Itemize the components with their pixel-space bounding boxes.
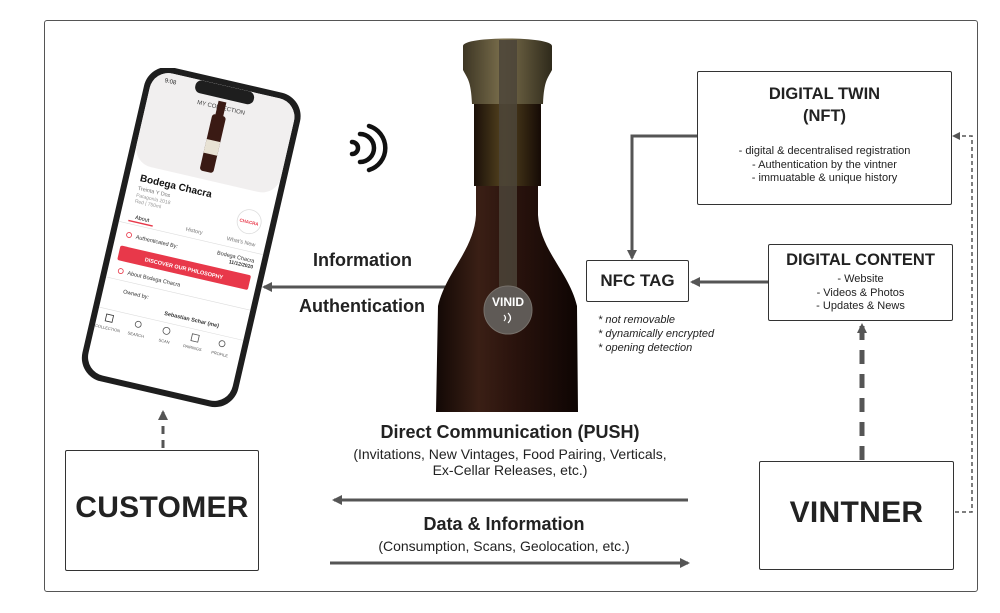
- phone-nav-profile: PROFILE: [211, 350, 229, 359]
- nfc-tag-disc: [483, 285, 533, 335]
- digital-content-item: - Updates & News: [816, 300, 905, 312]
- phone-nav-pairings: PAIRINGS: [183, 343, 203, 352]
- phone-logo: CHACRA: [239, 218, 260, 227]
- authentication-label: Authentication: [299, 296, 425, 316]
- digital-content-title: DIGITAL CONTENT: [786, 251, 935, 269]
- data-block: Data & Information (Consumption, Scans, …: [324, 514, 684, 554]
- phone-tab-history: History: [185, 227, 203, 237]
- phone-nav-scan: SCAN: [158, 337, 170, 344]
- digital-twin-item: - Authentication by the vintner: [752, 158, 897, 171]
- push-title: Direct Communication (PUSH): [380, 422, 640, 442]
- push-detail: (Invitations, New Vintages, Food Pairing…: [353, 446, 667, 462]
- digital-content-box: DIGITAL CONTENT - Website - Videos & Pho…: [768, 244, 953, 321]
- nfc-tag-title: NFC TAG: [600, 271, 675, 290]
- digital-twin-item: - digital & decentralised registration: [738, 145, 911, 157]
- vintner-title: VINTNER: [789, 496, 924, 529]
- push-block: Direct Communication (PUSH) (Invitations…: [330, 422, 690, 478]
- customer-box: CUSTOMER: [65, 450, 259, 571]
- phone-mockup: 9:08 MY COLLECTION Bodega Chacra Treinta…: [66, 68, 316, 408]
- push-detail: Ex-Cellar Releases, etc.): [432, 462, 588, 478]
- phone-auth-date: 11/12/2020: [228, 259, 254, 270]
- nfc-tag-box: NFC TAG: [586, 260, 689, 302]
- data-title: Data & Information: [423, 514, 585, 534]
- nfc-tag-note: * opening detection: [598, 342, 693, 354]
- digital-content-item: - Videos & Photos: [816, 286, 905, 299]
- arrow-twin-to-nfc: [627, 134, 698, 260]
- digital-twin-title: DIGITAL TWIN: [768, 85, 881, 103]
- digital-twin-box: DIGITAL TWIN (NFT) - digital & decentral…: [697, 71, 952, 205]
- digital-twin-item: - immuatable & unique history: [751, 172, 898, 184]
- phone-time: 9:08: [164, 78, 177, 87]
- phone-wine-sub3: Red | 750ml: [134, 198, 162, 210]
- nfc-tag-notes: * not removable * dynamically encrypted …: [598, 313, 714, 355]
- arrow-vintner-to-twin: [952, 132, 973, 513]
- customer-title: CUSTOMER: [75, 491, 249, 524]
- phone-nav-search: SEARCH: [127, 330, 144, 339]
- nfc-tag-brand: VINID: [492, 295, 524, 309]
- nfc-tag-note: * not removable: [598, 314, 676, 326]
- phone-tab-about: About: [134, 215, 150, 224]
- vintner-box: VINTNER: [759, 461, 954, 570]
- diagram-frame: [44, 20, 978, 592]
- information-label: Information: [313, 250, 412, 270]
- digital-content-item: - Website: [837, 273, 884, 285]
- phone-owned-by: Owned by:: [122, 289, 149, 301]
- digital-twin-subtitle: (NFT): [802, 107, 847, 125]
- data-detail: (Consumption, Scans, Geolocation, etc.): [378, 538, 630, 554]
- phone-nav-collection: COLLECTION: [95, 323, 121, 334]
- nfc-tag-note: * dynamically encrypted: [598, 328, 715, 340]
